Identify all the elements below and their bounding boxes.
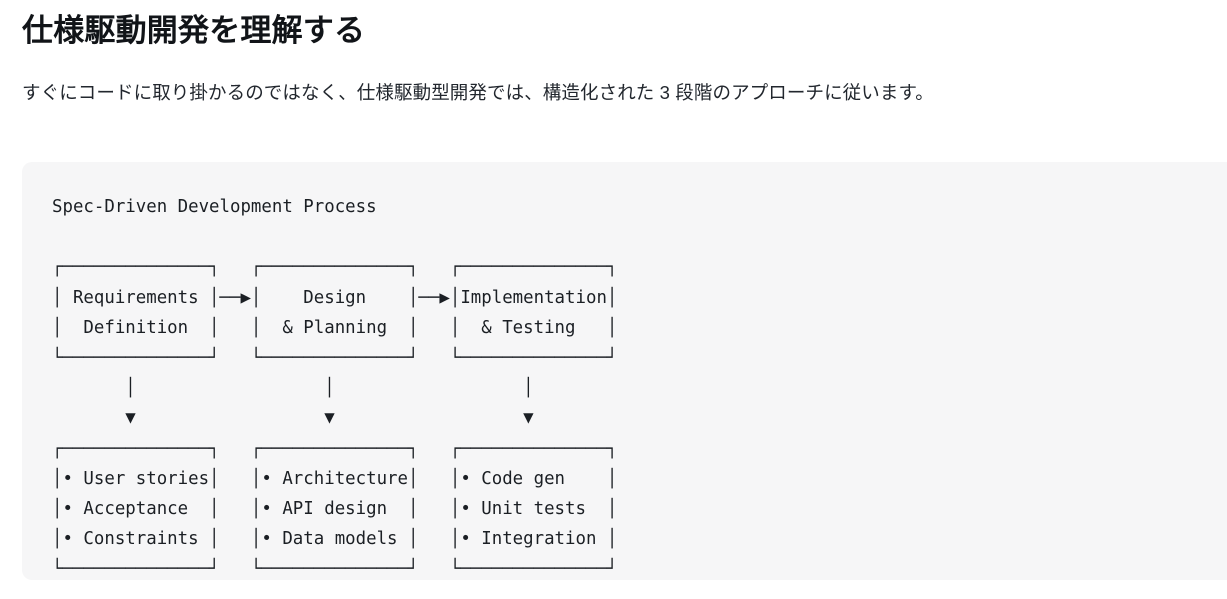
page-title: 仕様駆動開発を理解する bbox=[22, 13, 366, 48]
ascii-flowchart: Spec-Driven Development Process ┌───────… bbox=[52, 197, 618, 580]
intro-paragraph: すぐにコードに取り掛かるのではなく、仕様駆動型開発では、構造化された 3 段階の… bbox=[22, 82, 934, 103]
diagram-code-block: Spec-Driven Development Process ┌───────… bbox=[22, 162, 1227, 580]
